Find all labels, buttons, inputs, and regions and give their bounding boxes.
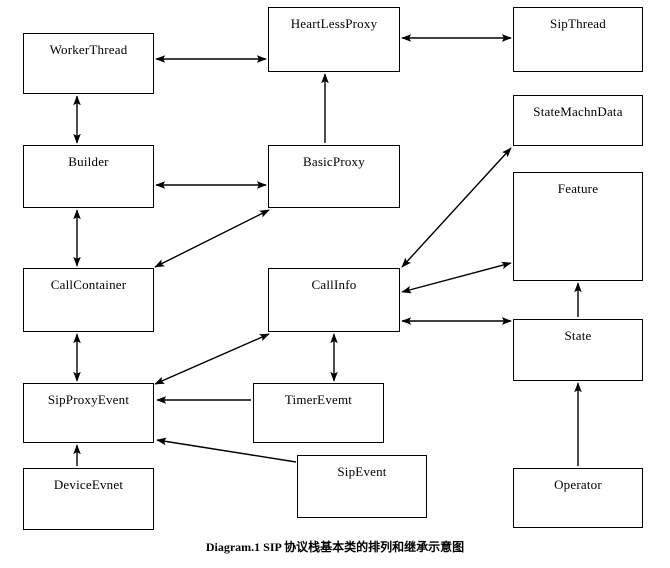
node-label: CallInfo (311, 277, 357, 292)
diagram-caption: Diagram.1 SIP 协议栈基本类的排列和继承示意图 (205, 540, 465, 554)
node-label: WorkerThread (49, 42, 128, 57)
node-statemachndata[interactable]: StateMachnData (513, 95, 643, 146)
node-label: State (564, 328, 592, 343)
node-label: CallContainer (50, 277, 127, 292)
edge-sipproxyevent-to-callinfo (154, 333, 270, 385)
node-callinfo[interactable]: CallInfo (268, 268, 400, 332)
node-sipproxyevent[interactable]: SipProxyEvent (23, 383, 154, 443)
node-feature[interactable]: Feature (513, 172, 643, 281)
node-label: Feature (557, 181, 599, 196)
node-state[interactable]: State (513, 319, 643, 381)
edge-callinfo-to-feature (401, 261, 512, 294)
node-sipthread[interactable]: SipThread (513, 7, 643, 72)
node-builder[interactable]: Builder (23, 145, 154, 208)
node-callcontainer[interactable]: CallContainer (23, 268, 154, 332)
node-deviceevnet[interactable]: DeviceEvnet (23, 468, 154, 530)
node-label: StateMachnData (533, 104, 623, 119)
node-heartlessproxy[interactable]: HeartLessProxy (268, 7, 400, 72)
node-timerevemt[interactable]: TimerEvemt (253, 383, 384, 443)
node-sipevent[interactable]: SipEvent (297, 455, 427, 518)
edge-callcontainer-to-basicproxy (154, 209, 270, 268)
node-operator[interactable]: Operator (513, 468, 643, 528)
node-label: HeartLessProxy (290, 16, 378, 31)
edge-sipevent-to-sipproxyevent (156, 437, 297, 463)
node-label: SipThread (550, 16, 606, 31)
node-label: BasicProxy (303, 154, 365, 169)
node-label: Operator (554, 477, 602, 492)
node-workerthread[interactable]: WorkerThread (23, 33, 154, 94)
node-label: Builder (68, 154, 109, 169)
node-label: SipEvent (337, 464, 387, 479)
node-basicproxy[interactable]: BasicProxy (268, 145, 400, 208)
node-label: TimerEvemt (284, 392, 353, 407)
edge-callinfo-to-statemachndata (401, 147, 512, 268)
node-label: SipProxyEvent (47, 392, 130, 407)
node-label: DeviceEvnet (53, 477, 124, 492)
